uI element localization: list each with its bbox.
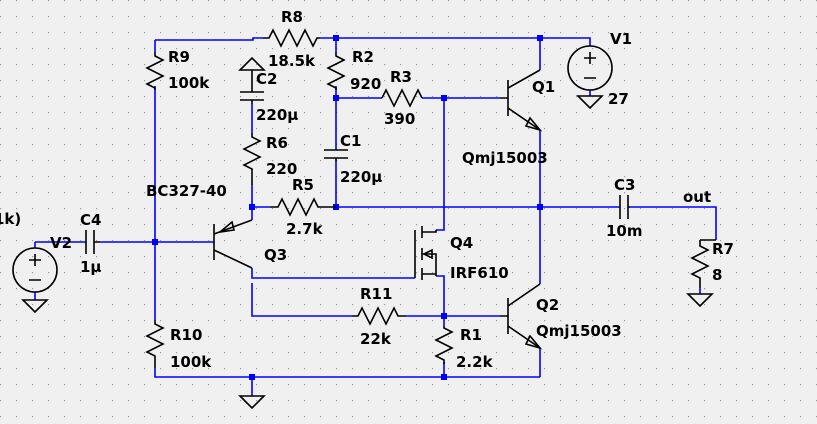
mosfet-q4 [414, 226, 437, 280]
label-c3-name: C3 [614, 176, 635, 194]
label-r8-value: 18.5k [268, 52, 316, 70]
transistor-q2 [500, 283, 543, 350]
label-c2-name: C2 [256, 70, 277, 88]
label-r1-name: R1 [460, 326, 482, 344]
label-c4-value: 1µ [80, 258, 101, 276]
transistor-q1 [500, 69, 543, 132]
label-q3-model: BC327-40 [146, 182, 227, 200]
label-r10-value: 100k [170, 353, 212, 371]
label-c4-name: C4 [80, 211, 101, 229]
label-c3-value: 10m [606, 222, 643, 240]
transistor-q3 [213, 219, 253, 269]
resistor-r10 [145, 320, 165, 368]
resistor-r11 [352, 306, 406, 326]
label-q1-name: Q1 [532, 78, 555, 96]
resistor-r6 [242, 133, 262, 185]
resistor-r2 [326, 52, 346, 90]
resistor-r1 [434, 326, 454, 364]
label-q4-name: Q4 [450, 234, 473, 252]
resistor-r8 [263, 28, 320, 48]
label-r11-value: 22k [360, 330, 392, 348]
label-r2-value: 920 [350, 75, 381, 93]
label-r8-name: R8 [281, 8, 303, 26]
label-q2-model: Qmj15003 [536, 322, 622, 340]
capacitor-c1 [324, 149, 348, 162]
capacitor-c4 [85, 230, 100, 254]
label-r10-name: R10 [170, 326, 202, 344]
label-v2-name: V2 [50, 234, 72, 252]
label-c2-value: 220µ [256, 106, 298, 124]
label-r3-name: R3 [390, 68, 412, 86]
label-r9-value: 100k [168, 74, 210, 92]
label-q2-name: Q2 [536, 296, 559, 314]
label-out: out [683, 188, 711, 206]
label-q1-model: Qmj15003 [462, 149, 548, 167]
label-c1-name: C1 [340, 132, 361, 150]
label-r6-name: R6 [266, 134, 288, 152]
resistor-r3 [381, 88, 423, 108]
ground-main [238, 395, 266, 410]
voltage-source-v1 [567, 45, 613, 91]
label-r9-name: R9 [168, 48, 190, 66]
label-q4-model: IRF610 [450, 264, 509, 282]
label-q3-name: Q3 [264, 246, 287, 264]
resistor-r7 [690, 239, 716, 288]
resistor-r5 [270, 197, 336, 217]
label-r7-name: R7 [712, 240, 734, 258]
label-r5-value: 2.7k [286, 220, 324, 238]
capacitor-c2 [238, 56, 266, 104]
label-r7-value: 8 [712, 266, 722, 284]
label-r6-value: 220 [266, 160, 297, 178]
label-r1-value: 2.2k [456, 353, 494, 371]
label-v2-value: 1k) [0, 210, 21, 228]
label-r11-name: R11 [360, 285, 392, 303]
label-r2-name: R2 [352, 48, 374, 66]
ground-r7 [686, 293, 714, 308]
ground-v1 [576, 95, 604, 110]
label-r3-value: 390 [384, 110, 415, 128]
voltage-source-v2 [12, 247, 58, 293]
label-c1-value: 220µ [340, 168, 382, 186]
ground-v2 [21, 299, 49, 314]
label-r5-name: R5 [292, 176, 314, 194]
label-v1-name: V1 [610, 30, 632, 48]
capacitor-c3 [619, 195, 630, 219]
label-v1-value: 27 [608, 90, 629, 108]
resistor-r9 [145, 52, 165, 90]
